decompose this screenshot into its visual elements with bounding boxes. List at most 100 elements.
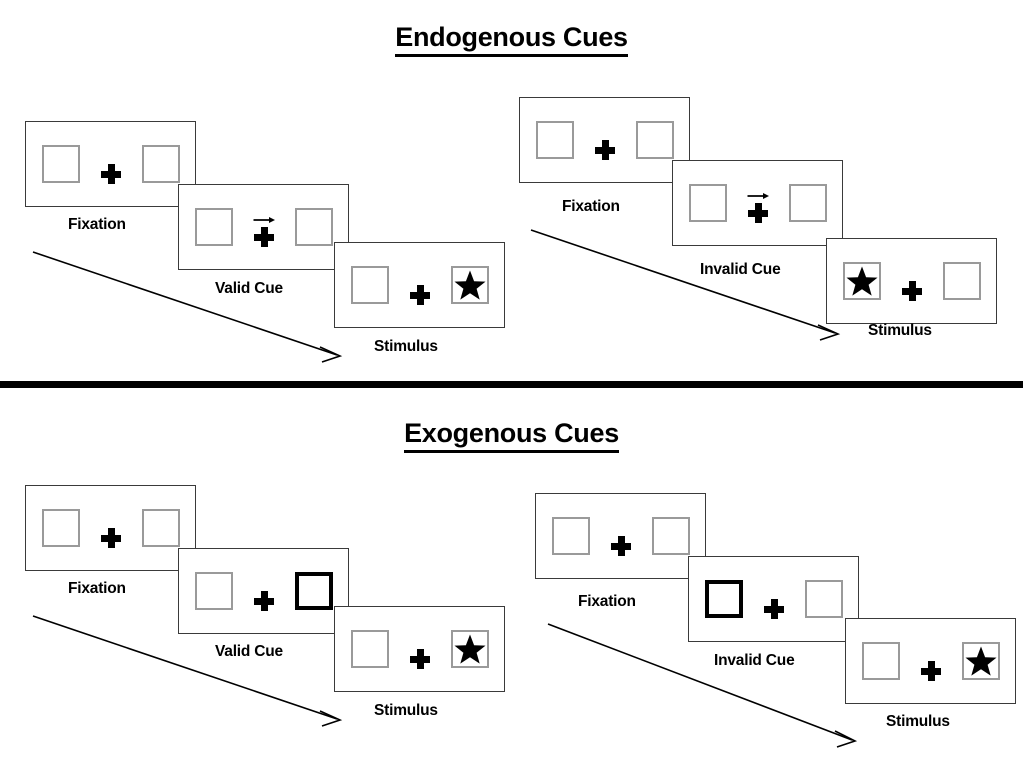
panel-inner <box>350 265 489 305</box>
placeholder-box-right-cued <box>294 572 333 610</box>
caption-exo-valid-fixation: Fixation <box>68 580 126 597</box>
placeholder-box-left <box>535 121 574 159</box>
arrow-spacer <box>920 649 942 661</box>
fixation-centre <box>100 508 122 548</box>
placeholder-box-left <box>41 509 80 547</box>
arrow-spacer <box>100 152 122 164</box>
panel-inner <box>704 579 843 619</box>
trial-panel-endo-valid-fixation[interactable] <box>25 121 196 207</box>
fixation-centre <box>253 207 275 247</box>
fixation-cross-icon <box>100 528 121 548</box>
arrow-spacer <box>409 273 431 285</box>
caption-endo-valid-cue: Valid Cue <box>215 280 283 297</box>
star-stimulus-icon <box>846 265 878 297</box>
panel-inner <box>842 261 981 301</box>
fixation-centre <box>763 579 785 619</box>
panel-inner <box>41 144 180 184</box>
fixation-centre <box>409 265 431 305</box>
fixation-centre <box>901 261 923 301</box>
fixation-centre <box>594 120 616 160</box>
trial-panel-exo-valid-stimulus[interactable] <box>334 606 505 692</box>
caption-endo-invalid-fixation: Fixation <box>562 198 620 215</box>
panel-inner <box>194 571 333 611</box>
trial-panel-exo-invalid-fixation[interactable] <box>535 493 706 579</box>
section-title-exogenous-text: Exogenous Cues <box>404 418 619 453</box>
panel-inner <box>688 183 827 223</box>
trial-panel-endo-valid-stimulus[interactable] <box>334 242 505 328</box>
caption-endo-valid-stimulus: Stimulus <box>374 338 438 355</box>
caption-exo-valid-stimulus: Stimulus <box>374 702 438 719</box>
placeholder-box-right <box>141 509 180 547</box>
fixation-cross-icon <box>253 591 274 611</box>
placeholder-box-right <box>961 642 1000 680</box>
fixation-centre <box>610 516 632 556</box>
fixation-cross-icon <box>920 661 941 681</box>
placeholder-box-left <box>861 642 900 680</box>
fixation-cross-icon <box>610 536 631 556</box>
fixation-cross-icon <box>747 203 768 223</box>
fixation-cross-icon <box>409 649 430 669</box>
fixation-centre <box>100 144 122 184</box>
fixation-centre <box>409 629 431 669</box>
panel-inner <box>535 120 674 160</box>
placeholder-box-left-cued <box>704 580 743 618</box>
star-stimulus-icon <box>454 633 486 665</box>
trial-panel-endo-invalid-fixation[interactable] <box>519 97 690 183</box>
placeholder-box-right <box>651 517 690 555</box>
caption-exo-invalid-fixation: Fixation <box>578 593 636 610</box>
trial-panel-exo-valid-fixation[interactable] <box>25 485 196 571</box>
section-title-endogenous-text: Endogenous Cues <box>395 22 628 57</box>
trial-panel-exo-invalid-stimulus[interactable] <box>845 618 1016 704</box>
placeholder-box-left <box>350 630 389 668</box>
placeholder-box-right <box>942 262 981 300</box>
placeholder-box-left <box>551 517 590 555</box>
placeholder-box-right <box>450 266 489 304</box>
caption-exo-valid-cue: Valid Cue <box>215 643 283 660</box>
placeholder-box-left <box>41 145 80 183</box>
section-title-exogenous: Exogenous Cues <box>0 418 1023 453</box>
trial-panel-endo-invalid-stimulus[interactable] <box>826 238 997 324</box>
trial-panel-exo-valid-cue[interactable] <box>178 548 349 634</box>
placeholder-box-right <box>788 184 827 222</box>
trial-panel-endo-valid-cue[interactable] <box>178 184 349 270</box>
panel-inner <box>551 516 690 556</box>
fixation-centre <box>747 183 769 223</box>
star-stimulus-icon <box>454 269 486 301</box>
star-stimulus-icon <box>965 645 997 677</box>
panel-inner <box>41 508 180 548</box>
section-title-endogenous: Endogenous Cues <box>0 22 1023 57</box>
arrow-spacer <box>409 637 431 649</box>
fixation-cross-icon <box>100 164 121 184</box>
section-divider <box>0 381 1023 388</box>
placeholder-box-right <box>635 121 674 159</box>
arrow-spacer <box>253 579 275 591</box>
arrow-spacer <box>763 587 785 599</box>
arrow-spacer <box>594 128 616 140</box>
arrow-right-cue-icon <box>253 215 275 225</box>
caption-exo-invalid-stimulus: Stimulus <box>886 713 950 730</box>
fixation-cross-icon <box>594 140 615 160</box>
caption-endo-valid-fixation: Fixation <box>68 216 126 233</box>
placeholder-box-right <box>450 630 489 668</box>
arrow-spacer <box>100 516 122 528</box>
placeholder-box-left <box>842 262 881 300</box>
trial-panel-exo-invalid-cue[interactable] <box>688 556 859 642</box>
placeholder-box-right <box>141 145 180 183</box>
trial-panel-endo-invalid-cue[interactable] <box>672 160 843 246</box>
placeholder-box-right <box>294 208 333 246</box>
fixation-centre <box>920 641 942 681</box>
arrow-spacer <box>610 524 632 536</box>
placeholder-box-left <box>194 208 233 246</box>
placeholder-box-right <box>804 580 843 618</box>
fixation-centre <box>253 571 275 611</box>
panel-inner <box>350 629 489 669</box>
placeholder-box-left <box>688 184 727 222</box>
fixation-cross-icon <box>409 285 430 305</box>
fixation-cross-icon <box>253 227 274 247</box>
placeholder-box-left <box>194 572 233 610</box>
fixation-cross-icon <box>901 281 922 301</box>
caption-exo-invalid-cue: Invalid Cue <box>714 652 795 669</box>
caption-endo-invalid-cue: Invalid Cue <box>700 261 781 278</box>
panel-inner <box>194 207 333 247</box>
arrow-spacer <box>901 269 923 281</box>
